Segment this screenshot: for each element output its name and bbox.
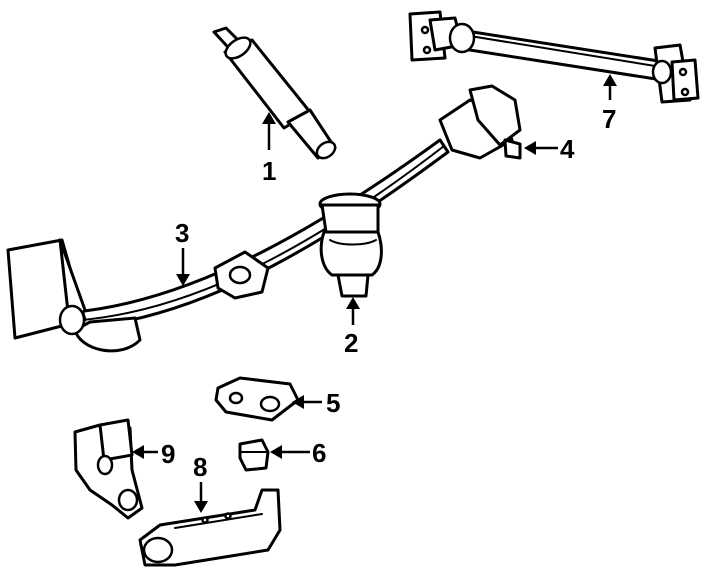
callout-labels: 1 2 3 4 5 6 7 8 9 <box>161 104 616 482</box>
callout-2: 2 <box>344 328 358 358</box>
callout-5: 5 <box>326 388 340 418</box>
callout-9: 9 <box>161 439 175 469</box>
callout-6: 6 <box>312 438 326 468</box>
spring-plate-part <box>214 376 300 422</box>
leader-8 <box>194 482 208 513</box>
callout-4: 4 <box>560 134 575 164</box>
leader-1 <box>262 112 276 150</box>
leader-6 <box>270 445 310 459</box>
bump-stop-part <box>238 438 270 472</box>
callout-3: 3 <box>175 218 189 248</box>
leader-4 <box>524 141 558 155</box>
callout-1: 1 <box>262 156 276 186</box>
callout-7: 7 <box>602 104 616 134</box>
leader-9 <box>132 445 158 459</box>
leader-3 <box>176 248 190 286</box>
spring-bracket-part <box>503 138 522 160</box>
air-spring-part <box>318 192 383 298</box>
hanger-bracket-part <box>73 418 144 520</box>
leaf-spring-part <box>6 84 522 353</box>
leader-lines <box>132 74 617 513</box>
callout-8: 8 <box>193 452 207 482</box>
leader-5 <box>292 395 322 409</box>
lower-arm-part <box>138 488 282 567</box>
leader-2 <box>346 297 360 325</box>
shock-absorber-part <box>212 26 337 160</box>
cross-bar-part <box>408 10 700 104</box>
leader-7 <box>603 74 617 100</box>
